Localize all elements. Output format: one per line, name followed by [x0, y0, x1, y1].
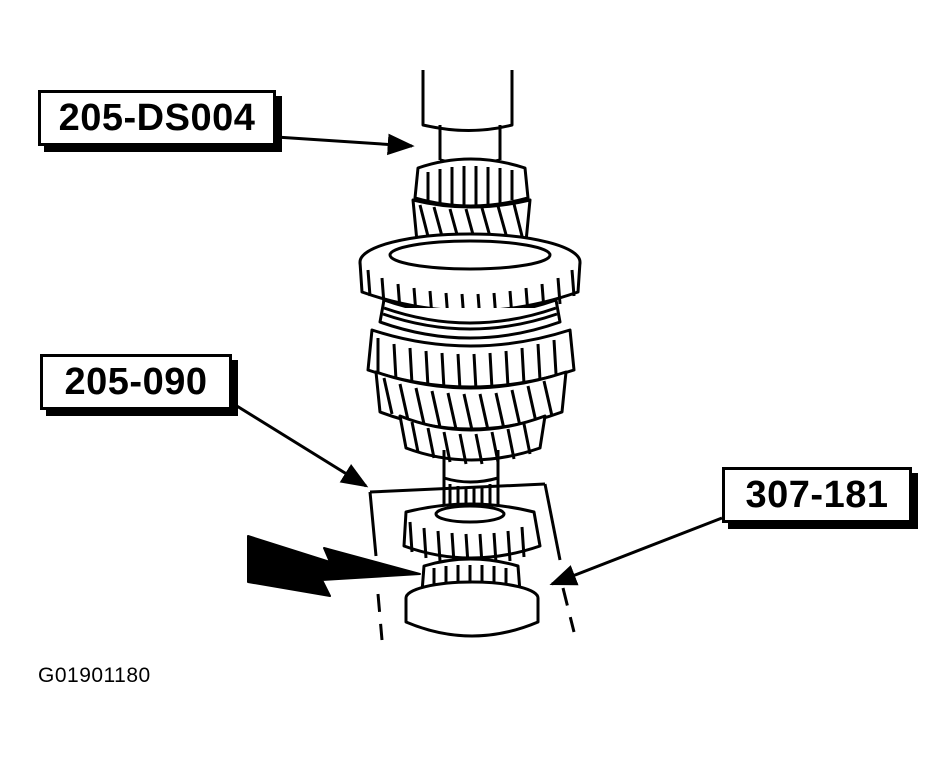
leader-205-090: [231, 401, 369, 488]
installer-cup: [404, 580, 540, 638]
callout-307-181: 307-181: [722, 467, 912, 523]
press-ram: [421, 70, 514, 166]
top-bearing: [413, 157, 530, 208]
callout-205-DS004: 205-DS004: [38, 90, 276, 146]
force-arrow-icon: [247, 535, 421, 597]
small-gear: [398, 414, 547, 465]
figure-id: G01901180: [38, 664, 151, 687]
support-fixture: [368, 482, 576, 641]
leader-307-181: [549, 516, 723, 586]
lower-shaft-gear: [402, 502, 542, 565]
callout-205-090: 205-090: [40, 354, 232, 410]
synchronizer-rings: [378, 298, 562, 340]
leader-205-DS004: [275, 133, 415, 156]
